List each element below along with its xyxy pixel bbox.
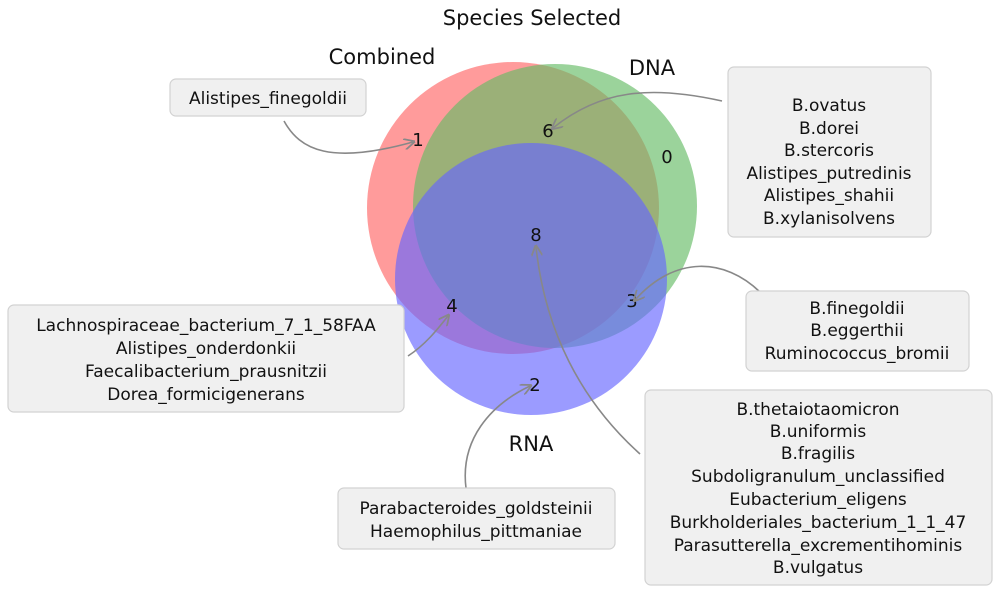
arrow-dna-rna: [635, 265, 761, 300]
callout-rna-only: Parabacteroides_goldsteinii Haemophilus_…: [337, 487, 616, 550]
arrow-combined-dna: [553, 91, 723, 128]
arrow-combined-only: [283, 120, 413, 154]
callout-box-rna-only: [337, 487, 616, 550]
callout-box-combined-dna: [727, 66, 932, 238]
callout-all-three: B.thetaiotaomicron B.uniformis B.fragili…: [644, 389, 993, 586]
count-dna-rna: 3: [626, 291, 637, 312]
set-label-rna: RNA: [509, 432, 554, 456]
species-label: B.stercoris: [784, 141, 874, 161]
species-label: Dorea_formicigenerans: [107, 385, 305, 405]
species-label: Burkholderiales_bacterium_1_1_47: [670, 513, 967, 533]
callout-combined-only: Alistipes_finegoldii: [169, 78, 367, 117]
species-label: Alistipes_putredinis: [746, 164, 911, 184]
species-label: B.uniformis: [770, 422, 867, 442]
set-label-dna: DNA: [629, 56, 676, 80]
callout-box-combined-only: [169, 78, 367, 117]
callout-dna-rna: B.finegoldii B.eggerthii Ruminococcus_br…: [745, 290, 970, 372]
diagram-title: Species Selected: [443, 6, 622, 30]
venn-circles: [367, 62, 697, 415]
callout-box-dna-rna: [745, 290, 970, 372]
species-label: Alistipes_finegoldii: [189, 89, 347, 109]
circle-rna: [395, 143, 667, 415]
species-label: Ruminococcus_bromii: [765, 344, 950, 364]
species-label: Parabacteroides_goldsteinii: [360, 499, 593, 519]
species-label: Alistipes_shahii: [764, 186, 894, 206]
species-label: Subdoligranulum_unclassified: [691, 467, 945, 487]
species-label: B.dorei: [799, 119, 859, 139]
count-rna-only: 2: [529, 375, 540, 396]
count-combined-dna: 6: [542, 121, 553, 142]
arrow-all-three: [536, 247, 641, 455]
species-label: B.finegoldii: [809, 299, 904, 319]
callout-arrows: [283, 91, 761, 489]
species-label: B.xylanisolvens: [763, 209, 895, 229]
callout-combined-rna: Lachnospiraceae_bacterium_7_1_58FAA Alis…: [7, 304, 405, 413]
species-label: Parasutterella_excrementihominis: [674, 536, 963, 556]
count-dna-only: 0: [661, 147, 672, 168]
arrow-combined-rna: [407, 316, 448, 357]
arrow-rna-only: [464, 386, 530, 489]
count-combined-only: 1: [412, 130, 423, 151]
species-label: B.eggerthii: [810, 321, 903, 341]
callout-combined-dna: B.ovatus B.dorei B.stercoris Alistipes_p…: [727, 66, 932, 238]
count-combined-rna: 4: [446, 296, 457, 317]
callout-box-all-three: [644, 389, 993, 586]
species-label: Eubacterium_eligens: [729, 490, 907, 510]
species-label: B.ovatus: [792, 96, 866, 116]
count-all-three: 8: [530, 225, 541, 246]
species-label: B.thetaiotaomicron: [736, 400, 899, 420]
set-label-combined: Combined: [329, 45, 436, 69]
species-label: Faecalibacterium_prausnitzii: [85, 362, 327, 382]
callout-box-combined-rna: [7, 304, 405, 413]
species-label: Alistipes_onderdonkii: [116, 339, 296, 359]
species-label: Lachnospiraceae_bacterium_7_1_58FAA: [36, 316, 376, 336]
species-label: B.fragilis: [781, 444, 855, 464]
species-label: B.vulgatus: [773, 558, 863, 578]
species-label: Haemophilus_pittmaniae: [370, 522, 582, 542]
